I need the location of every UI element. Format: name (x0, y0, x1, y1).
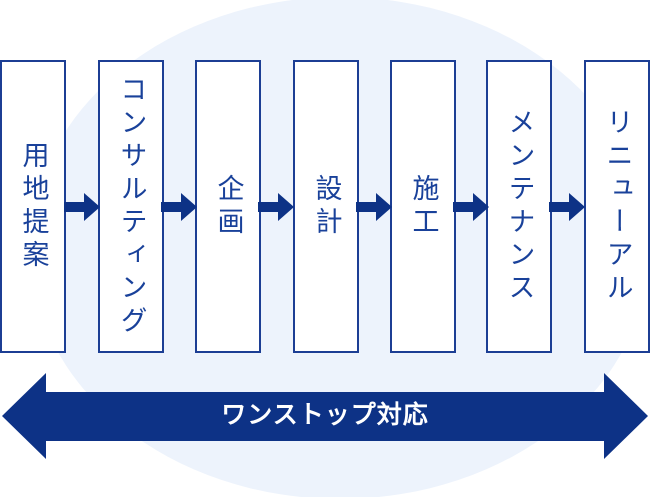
step-label: コンサルティング (116, 74, 147, 339)
step-label: 設計 (311, 173, 342, 240)
right-arrow-icon (161, 193, 197, 221)
double-arrow-icon (2, 373, 648, 459)
step-box-land-proposal: 用地提案 (0, 60, 66, 353)
right-arrow-icon (258, 193, 294, 221)
step-label: 施工 (408, 173, 439, 240)
step-label: 用地提案 (18, 140, 49, 273)
step-label: 企画 (213, 173, 244, 240)
right-arrow-icon (549, 193, 585, 221)
step-box-design: 設計 (293, 60, 359, 353)
right-arrow-icon (356, 193, 392, 221)
right-arrow-icon (453, 193, 489, 221)
step-box-planning: 企画 (195, 60, 261, 353)
step-label: メンテナンス (504, 107, 535, 306)
step-box-maintenance: メンテナンス (486, 60, 552, 353)
step-box-consulting: コンサルティング (98, 60, 164, 353)
step-label: リニューアル (602, 107, 633, 306)
step-box-construction: 施工 (390, 60, 456, 353)
one-stop-label: ワンストップ対応 (221, 401, 429, 429)
step-box-renewal: リニューアル (584, 60, 650, 353)
right-arrow-icon (64, 193, 100, 221)
